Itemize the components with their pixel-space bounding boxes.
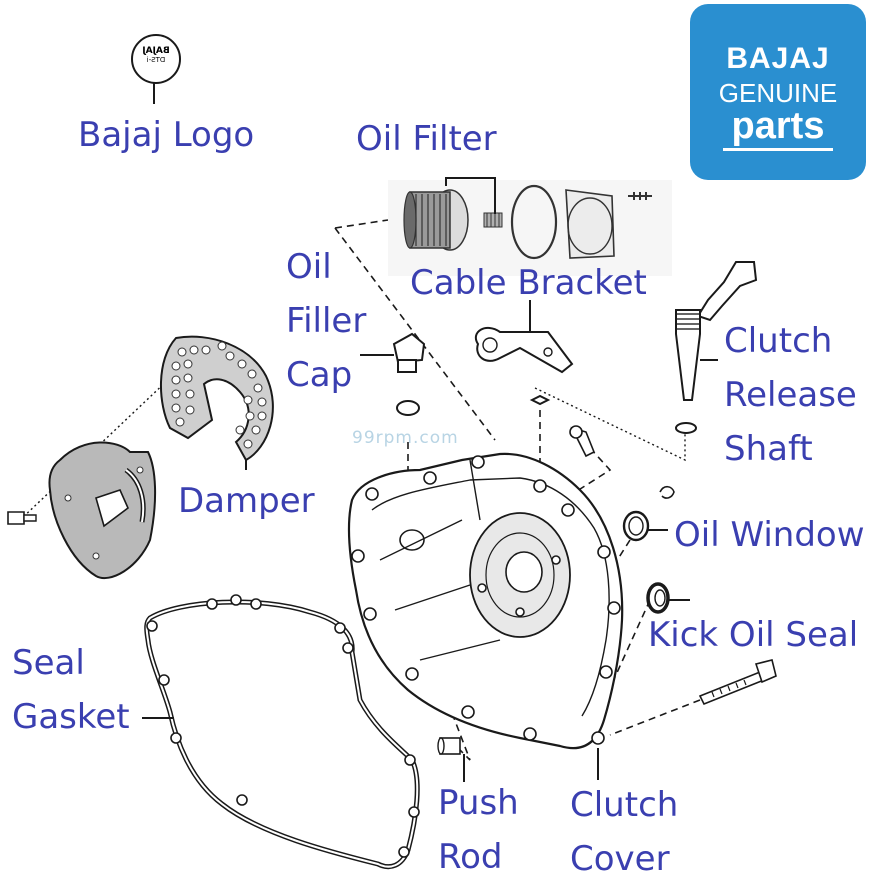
damper-screw — [7, 511, 37, 525]
label-clutch-cover-line2: Cover — [570, 839, 670, 879]
oil-filter-spring — [483, 212, 503, 228]
label-bajaj-logo: Bajaj Logo — [78, 115, 255, 155]
kick-oil-seal-part — [646, 582, 690, 614]
label-push-rod-line2: Rod — [438, 837, 503, 877]
label-oil-filter: Oil Filter — [356, 119, 497, 159]
label-push-rod-line1: Push — [438, 783, 519, 823]
clutch-release-shaft-part — [675, 261, 758, 434]
damper-plate-part — [7, 441, 157, 579]
brand-line-bajaj: BAJAJ — [726, 42, 830, 75]
damper-part — [159, 335, 274, 470]
clutch-cover-part — [347, 452, 624, 780]
label-clutch-release-shaft-line1: Clutch — [724, 321, 833, 361]
cover-bolt-small — [569, 425, 596, 458]
brand-line-parts: parts — [731, 105, 825, 147]
label-clutch-cover-line1: Clutch — [570, 785, 679, 825]
logo-badge-text: BAJAJ — [142, 46, 170, 56]
label-seal-gasket-line2: Gasket — [12, 697, 130, 737]
label-kick-oil-seal: Kick Oil Seal — [648, 615, 859, 655]
logo-badge-subtext: DTS-i — [146, 56, 166, 64]
label-oil-filler-cap-line3: Cap — [286, 355, 353, 395]
bajaj-logo-badge: BAJAJ DTS-i — [131, 34, 181, 84]
label-oil-window: Oil Window — [674, 515, 865, 555]
brand-line-genuine: GENUINE — [718, 78, 838, 108]
bajaj-genuine-parts-logo: BAJAJ GENUINE parts — [690, 4, 866, 180]
label-oil-filler-cap-line1: Oil — [286, 247, 332, 287]
label-seal-gasket-line1: Seal — [12, 643, 85, 683]
cable-bracket-part — [475, 300, 574, 406]
push-rod-part — [437, 737, 465, 782]
oil-filter-cap — [565, 189, 615, 259]
oil-filter-assembly — [388, 177, 672, 276]
oil-filler-cap-part — [360, 332, 426, 416]
label-clutch-release-shaft-line2: Release — [724, 375, 857, 415]
label-oil-filler-cap-line2: Filler — [286, 301, 367, 341]
circlip-part — [659, 485, 675, 499]
oil-filter-element — [403, 189, 469, 251]
seal-gasket-part — [142, 594, 420, 870]
cover-long-bolt — [698, 659, 777, 706]
oil-filter-o-ring — [510, 184, 558, 260]
brand-underline — [723, 148, 833, 151]
label-clutch-release-shaft-line3: Shaft — [724, 429, 813, 469]
label-damper: Damper — [178, 481, 315, 521]
oil-window-part — [622, 510, 668, 542]
watermark: 99rpm.com — [352, 428, 459, 448]
label-cable-bracket: Cable Bracket — [410, 263, 647, 303]
